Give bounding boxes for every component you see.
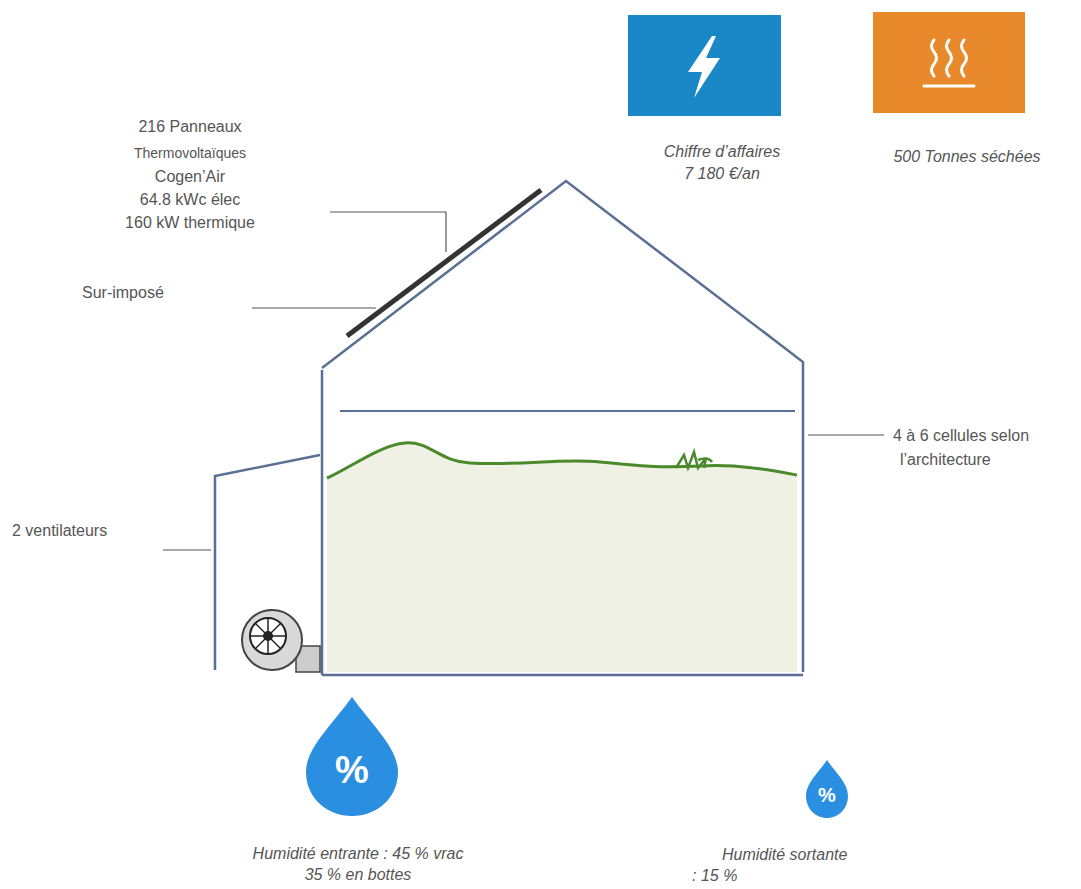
heat-icon-box xyxy=(873,12,1025,113)
humidity-in: Humidité entrante : 45 % vrac xyxy=(253,844,464,863)
humidity-out: : 15 % xyxy=(692,866,737,885)
heat-symbol xyxy=(924,40,974,86)
revenue-value: 7 180 €/an xyxy=(684,164,760,183)
cells-label: l’architecture xyxy=(900,450,991,469)
forage-surface xyxy=(327,443,797,478)
panel-type: Thermovoltaïques xyxy=(134,145,246,162)
grass-tuft xyxy=(676,452,712,468)
mounting-label: Sur-imposé xyxy=(82,283,164,302)
air-duct xyxy=(215,455,320,670)
percent-symbol: % xyxy=(818,783,836,807)
thermal-power: 160 kW thermique xyxy=(125,213,255,232)
product-name: Cogen’Air xyxy=(155,167,225,186)
percent-symbol: % xyxy=(335,748,369,794)
fans-label: 2 ventilateurs xyxy=(12,521,107,540)
building-outline xyxy=(322,181,803,675)
cell-ceiling xyxy=(340,410,795,412)
tonnage-label: 500 Tonnes séchées xyxy=(893,147,1040,166)
panel-count: 216 Panneaux xyxy=(138,117,241,136)
electricity-icon-box xyxy=(628,15,781,116)
cells-label: 4 à 6 cellules selon xyxy=(893,426,1029,445)
lightning-symbol xyxy=(688,36,720,98)
fan-symbol xyxy=(242,610,320,672)
humidity-drop-small xyxy=(806,760,848,818)
leader-lines xyxy=(163,212,884,550)
dried-forage xyxy=(327,443,797,672)
humidity-out: Humidité sortante xyxy=(722,845,847,864)
revenue-label: Chiffre d’affaires xyxy=(664,142,781,161)
humidity-drop-large xyxy=(306,697,398,816)
humidity-in: 35 % en bottes xyxy=(305,865,412,884)
electric-power: 64.8 kWc élec xyxy=(140,190,240,209)
